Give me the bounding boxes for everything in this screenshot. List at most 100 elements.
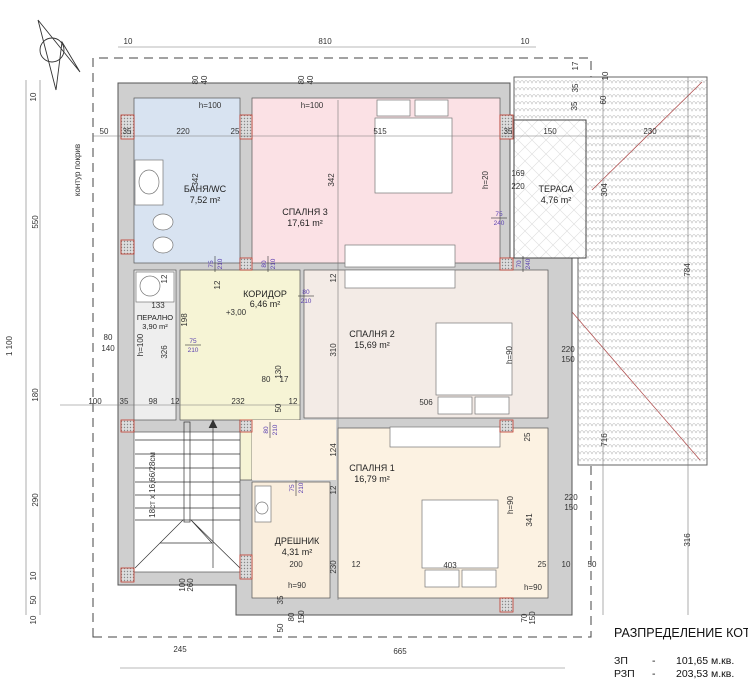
room-area: 17,61 m² [287, 218, 323, 228]
dimension-label: 12 [352, 560, 361, 569]
room-name: СПАЛНЯ 1 [349, 463, 395, 473]
door-width: 75 [208, 260, 215, 268]
dimension-label: 341 [525, 513, 534, 527]
room-stairs[interactable] [133, 431, 241, 573]
door-width: 80 [261, 260, 268, 268]
room-hall [252, 420, 336, 480]
dimension-label: 550 [31, 215, 40, 229]
dimension-label: 180 [31, 388, 40, 402]
columns [120, 114, 514, 613]
room-area: 4,76 m² [541, 195, 572, 205]
roof-contour-label: контур покрив [73, 144, 82, 196]
dimension-label: 80 [262, 375, 271, 384]
dimension-label: 80 [287, 612, 296, 621]
dimension-lines [25, 46, 700, 669]
dimension-label: 25 [538, 560, 547, 569]
dimension-label: h=90 [524, 583, 543, 592]
room-area: 6,46 m² [250, 299, 281, 309]
dimension-label: h=100 [136, 333, 145, 356]
dimension-label: 35 [570, 101, 579, 110]
dimension-label: 80 [104, 333, 113, 342]
dimension-label: 70 [520, 613, 529, 622]
dimension-label: 316 [683, 533, 692, 547]
dimension-label: 342 [191, 173, 200, 187]
door-height: 210 [272, 424, 279, 435]
room-name: ПЕРАЛНО [137, 313, 173, 322]
dimension-label: 665 [393, 647, 407, 656]
dimension-label: 12 [329, 485, 338, 494]
dimension-label: 12 [213, 280, 222, 289]
dimension-label: 150 [297, 610, 306, 624]
door-width: 75 [189, 338, 197, 345]
dimension-label: 35 [123, 127, 132, 136]
dimension-label: 140 [101, 344, 115, 353]
dimension-label: 150 [561, 355, 575, 364]
dimension-label: h=90 [288, 581, 307, 590]
dimension-label: 10 [29, 615, 38, 624]
door-width: 75 [289, 484, 296, 492]
room-name: СПАЛНЯ 2 [349, 329, 395, 339]
dimension-label: h=100 [199, 101, 222, 110]
dimension-label: 220 [176, 127, 190, 136]
dimension-label: 10 [29, 92, 38, 101]
dimension-label: 784 [683, 263, 692, 277]
room-name: КОРИДОР [243, 289, 287, 299]
dimension-label: 150 [543, 127, 557, 136]
door-height: 210 [298, 482, 305, 493]
dimension-label: 12 [329, 273, 338, 282]
dimension-label: 169 [511, 169, 525, 178]
dimension-label: 10 [601, 71, 610, 80]
door-height: 210 [188, 347, 199, 354]
dimension-label: 10 [29, 571, 38, 580]
dimension-label: 133 [151, 301, 165, 310]
dimension-label: 50 [588, 560, 597, 569]
dimension-label: 25 [231, 127, 240, 136]
dimension-label: 230 [643, 127, 657, 136]
dimension-label: 506 [419, 398, 433, 407]
dimension-label: 35 [276, 595, 285, 604]
dimension-label: 35 [120, 397, 129, 406]
legend-value: 203,53 м.кв. [676, 668, 734, 680]
dimension-label: 716 [600, 433, 609, 447]
dimension-label: h=90 [506, 495, 515, 514]
room-area: 15,69 m² [354, 340, 390, 350]
dimension-label: h=20 [481, 170, 490, 189]
dimension-label: 98 [149, 397, 158, 406]
dimension-label: 50 [276, 623, 285, 632]
north-arrow-icon [37, 19, 81, 91]
dimension-label: 515 [373, 127, 387, 136]
dimension-label: 100 [88, 397, 102, 406]
dimension-label: 304 [600, 183, 609, 197]
dimension-label: 60 [599, 95, 608, 104]
roof-ridge [565, 304, 701, 461]
room-terrace[interactable] [513, 119, 587, 259]
dimension-label: 198 [180, 313, 189, 327]
level-mark: +3,00 [226, 308, 247, 317]
dimension-label: 130 [274, 365, 283, 379]
legend-code: РЗП [614, 668, 635, 680]
staircase [134, 419, 241, 569]
door-height: 240 [525, 258, 532, 269]
room-area: 3,90 m² [142, 322, 168, 331]
legend-value: 101,65 м.кв. [676, 655, 734, 667]
dimension-label: 10 [521, 37, 530, 46]
door-width: 80 [263, 426, 270, 434]
door-width: 80 [302, 289, 310, 296]
dimension-label: 326 [160, 345, 169, 359]
dimension-label: 230 [329, 560, 338, 574]
dimension-label: 200 [289, 560, 303, 569]
dimension-label: 232 [231, 397, 245, 406]
door-width: 70 [516, 260, 523, 268]
furniture [134, 99, 513, 588]
dimension-label: 17 [571, 61, 580, 70]
door-height: 210 [217, 258, 224, 269]
dimension-label: 220 [561, 345, 575, 354]
stair-spec: 18ст x 16,66/28см [148, 452, 157, 518]
dimension-label: 220 [564, 493, 578, 502]
